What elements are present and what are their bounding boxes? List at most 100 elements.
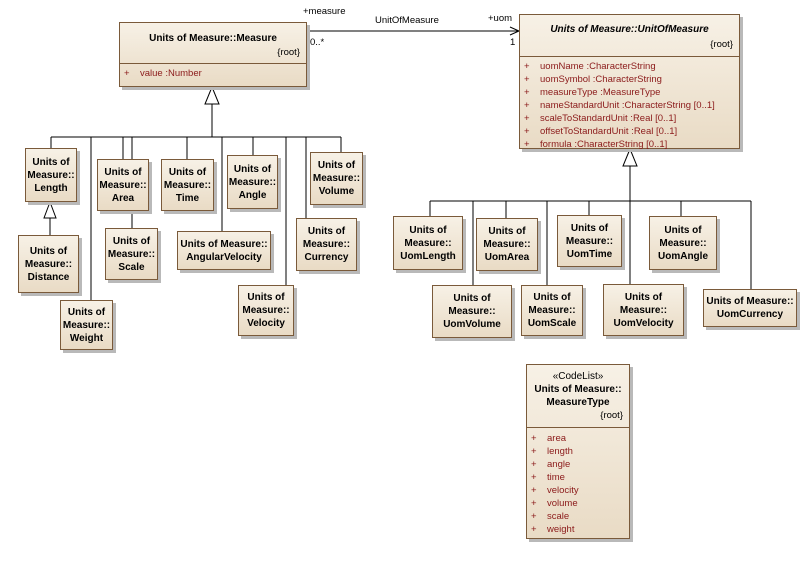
class-name-line: AngularVelocity: [186, 251, 262, 263]
visibility-marker: +: [531, 511, 537, 522]
class-name-line: Volume: [318, 186, 355, 197]
attribute-text: velocity: [547, 485, 579, 496]
visibility-marker: +: [531, 446, 537, 457]
visibility-marker: +: [531, 459, 537, 470]
class-title-line-1: Units of Measure::: [534, 384, 622, 395]
literal-scale: + scale: [527, 510, 629, 523]
class-name-line: Units of: [104, 166, 142, 178]
measure-class[interactable]: Units of Measure::Measure {root} + value…: [119, 22, 307, 87]
class-name-line: UomScale: [527, 318, 577, 329]
generalization-arrowhead: [622, 147, 638, 167]
class-name-line: Units of: [233, 163, 272, 175]
attribute-uom-name: +uomName :CharacterString: [520, 60, 739, 73]
attribute-text: volume: [547, 498, 578, 509]
class-name-line: Measure::: [99, 179, 147, 191]
class-name-line: Units of: [533, 292, 571, 303]
attribute-name-standard-unit: +nameStandardUnit :CharacterString [0..1…: [520, 99, 739, 112]
class-name-line: Units of Measure::: [706, 296, 794, 307]
visibility-marker: +: [531, 524, 537, 535]
literal-angle: + angle: [527, 458, 629, 471]
attribute-text: scale: [547, 511, 570, 522]
attribute-compartment: + value :Number: [120, 63, 306, 80]
class-title: Units of Measure::UnitOfMeasure: [550, 24, 709, 35]
visibility-marker: +: [524, 61, 530, 72]
generalization-arrowhead: [204, 85, 220, 105]
measure-type-codelist[interactable]: «CodeList» Units of Measure:: MeasureTyp…: [526, 364, 630, 539]
class-name-line: Measure::: [27, 169, 75, 181]
class-name-line: Velocity: [247, 318, 285, 329]
attribute-text: value :Number: [140, 68, 202, 79]
class-name-line: Units of: [488, 226, 526, 237]
association-source-multiplicity: 0..*: [310, 37, 325, 48]
class-name-line: UomArea: [484, 252, 530, 263]
attribute-measure-type: +measureType :MeasureType: [520, 86, 739, 99]
stereotype-label: «CodeList»: [552, 371, 604, 382]
class-name-line: Angle: [238, 189, 267, 201]
class-name-line: Measure::: [312, 173, 361, 184]
visibility-marker: +: [524, 100, 530, 111]
class-name-line: Measure::: [302, 239, 351, 250]
attribute-offset-to-standard-unit: +offsetToStandardUnit :Real [0..1]: [520, 125, 739, 138]
uom-currency-class[interactable]: Units of Measure::UomCurrency: [703, 289, 797, 327]
literal-length: +length: [527, 445, 629, 458]
class-name-line: Time: [175, 192, 200, 204]
angular-velocity-class[interactable]: Units of Measure::AngularVelocity: [177, 231, 271, 270]
visibility-marker: +: [524, 87, 530, 98]
class-name-line: Measure::: [448, 306, 496, 317]
class-name-line: Measure::: [242, 305, 290, 316]
class-name-line: Weight: [69, 332, 104, 344]
literal-volume: + volume: [527, 497, 629, 510]
literal-compartment: +area +length +angle +time +velocity +vo…: [527, 427, 629, 536]
attribute-text: area: [547, 433, 567, 444]
association-source-role: +measure: [303, 6, 346, 17]
visibility-marker: +: [531, 433, 537, 444]
visibility-marker: +: [524, 113, 530, 124]
visibility-marker: +: [124, 68, 130, 79]
class-title: Units of Measure::Measure: [149, 33, 277, 44]
class-name-line: Units of: [664, 224, 702, 236]
class-name-line: Units of: [29, 245, 68, 257]
class-name-line: Units of: [112, 235, 151, 247]
class-name-line: Units of: [570, 222, 609, 234]
attribute-formula: +formula :CharacterString [0..1]: [520, 138, 739, 151]
class-name-line: Units of: [32, 156, 70, 168]
class-name-line: UomVelocity: [613, 317, 674, 329]
attribute-value: + value :Number: [120, 67, 306, 80]
class-name-line: Measure::: [24, 258, 73, 270]
attribute-text: offsetToStandardUnit :Real [0..1]: [540, 126, 678, 137]
class-name-line: Units of: [624, 291, 663, 303]
attribute-text: angle: [547, 459, 571, 470]
attribute-text: formula :CharacterString [0..1]: [540, 139, 668, 150]
class-root-tag: {root}: [710, 39, 733, 50]
class-name-line: UomLength: [400, 250, 456, 262]
literal-velocity: +velocity: [527, 484, 629, 497]
class-name-line: Units of: [409, 224, 447, 236]
unit-of-measure-class[interactable]: Units of Measure::UnitOfMeasure {root} +…: [519, 14, 740, 151]
class-name-line: Distance: [27, 271, 70, 283]
association-name: UnitOfMeasure: [375, 15, 439, 26]
visibility-marker: +: [531, 498, 537, 509]
class-name-line: UomVolume: [443, 319, 501, 330]
class-name-line: Measure::: [228, 176, 277, 188]
attribute-text: time: [547, 472, 565, 483]
class-name-line: Area: [111, 192, 135, 204]
class-name-line: Currency: [304, 252, 349, 263]
attribute-text: scaleToStandardUnit :Real [0..1]: [540, 113, 677, 124]
